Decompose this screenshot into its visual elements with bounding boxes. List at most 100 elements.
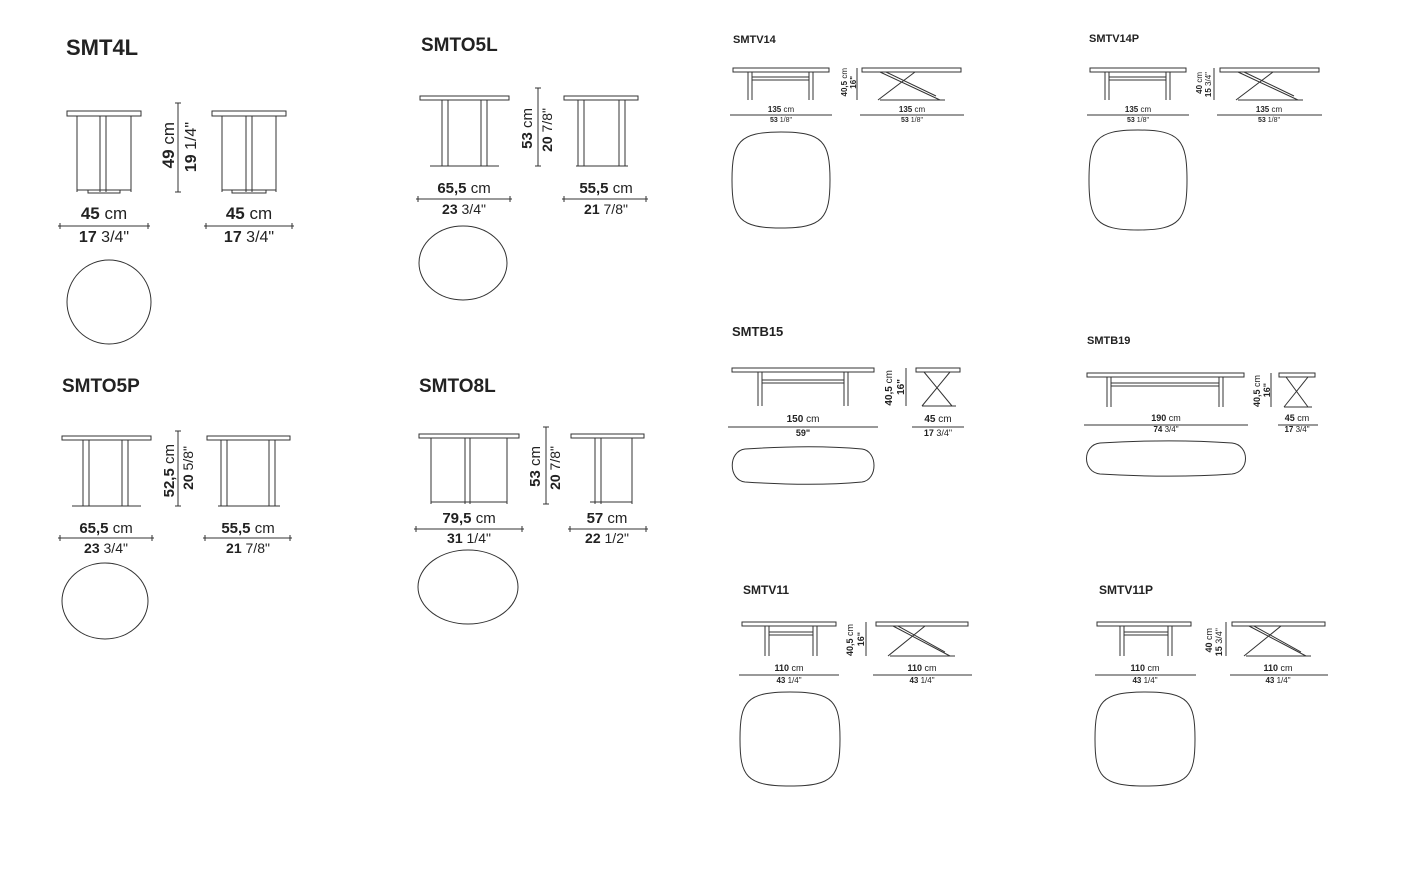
- smto5p-front-width-cm: 65,5 cm: [79, 520, 133, 537]
- smto5l-side-view: [564, 96, 638, 166]
- smtv14-side-view: [862, 68, 961, 100]
- smto5p-height-in: 20 5/8": [180, 446, 196, 490]
- smtv14-top-view: [732, 132, 830, 228]
- smtv11p-front-width-cm: 110 cm: [1130, 663, 1160, 673]
- smtv11-side-width-in: 43 1/4": [909, 676, 935, 685]
- smt4l-height-cm: 49 cm: [159, 122, 178, 169]
- smtb15-front-view: [732, 368, 874, 406]
- smto8l-side-width-cm: 57 cm: [586, 510, 628, 527]
- smto5l-front-width-cm: 65,5 cm: [437, 180, 491, 197]
- smto5p-side-view: [207, 436, 290, 506]
- smtb19-front-width-in: 74 3/4": [1153, 425, 1179, 434]
- smtb19-side-view: [1279, 373, 1315, 407]
- smto5p-title: SMTO5P: [62, 376, 140, 397]
- smtb19-top-view: [1087, 441, 1246, 477]
- smto5p-side-width-cm: 55,5 cm: [221, 520, 275, 537]
- smto5p-front-view: [62, 436, 151, 506]
- smtb19-height-cm: 40,5 cm: [1252, 375, 1262, 408]
- smtb19-height-in: 16": [1262, 383, 1272, 398]
- smtb15-title: SMTB15: [732, 324, 784, 339]
- smtv14p-front-view: [1090, 68, 1186, 100]
- smtv14p-front-width-cm: 135 cm: [1124, 105, 1152, 114]
- smto5p-front-width-in: 23 3/4": [84, 540, 128, 556]
- smtv11p-top-view: [1095, 692, 1195, 786]
- smtb19-side-width-cm: 45 cm: [1284, 413, 1310, 423]
- smtb19-front-view: [1087, 373, 1244, 407]
- smtv11-side-view: [876, 622, 968, 656]
- smto5l-side-width-in: 21 7/8": [584, 201, 628, 217]
- smtv11-front-view: [742, 622, 836, 656]
- smtv11-front-width-cm: 110 cm: [774, 663, 804, 673]
- smto5p-height-dim: [175, 431, 181, 506]
- smtv14-side-width-cm: 135 cm: [898, 105, 926, 114]
- smtv14-title: SMTV14: [733, 34, 776, 46]
- smtb15-height-in: 16": [896, 379, 907, 395]
- smtv11p-front-view: [1097, 622, 1191, 656]
- smt4l-width-dims: [58, 223, 294, 229]
- smtv14p-side-view: [1220, 68, 1319, 100]
- smto8l-title: SMTO8L: [419, 376, 496, 397]
- smtb19-front-width-cm: 190 cm: [1151, 413, 1181, 423]
- smt4l-side-view: [212, 111, 286, 193]
- smtv11-front-width-in: 43 1/4": [776, 676, 802, 685]
- smto5l-front-view: [420, 96, 509, 166]
- smt4l-height-in: 19 1/4": [183, 122, 200, 173]
- smt4l-top-view: [67, 260, 151, 344]
- smtv14p-front-width-in: 53 1/8": [1127, 117, 1149, 124]
- smto8l-front-width-cm: 79,5 cm: [442, 510, 496, 527]
- smtb15-side-width-cm: 45 cm: [924, 414, 952, 425]
- smt4l-side-width-in: 17 3/4": [223, 229, 275, 246]
- smtv14p-title: SMTV14P: [1089, 33, 1140, 45]
- smtv14p-side-width-cm: 135 cm: [1255, 105, 1283, 114]
- smto8l-width-dims: [414, 526, 648, 532]
- smto5p-height-cm: 52,5 cm: [161, 444, 178, 498]
- smtv11p-side-width-in: 43 1/4": [1265, 676, 1291, 685]
- smto5p-side-width-in: 21 7/8": [226, 540, 270, 556]
- smtv11-height-cm: 40,5 cm: [845, 624, 855, 657]
- smtv14p-top-view: [1089, 130, 1187, 230]
- smtv11-height-in: 16": [856, 632, 866, 647]
- smt4l-front-width-cm: 45 cm: [80, 204, 128, 223]
- smtv11-side-width-cm: 110 cm: [907, 663, 937, 673]
- smtv11-top-view: [740, 692, 840, 786]
- smt4l-front-width-in: 17 3/4": [78, 229, 130, 246]
- smtv14-height-cm: 40,5 cm: [840, 68, 849, 97]
- smto5l-top-view: [419, 226, 507, 300]
- smto8l-side-width-in: 22 1/2": [585, 530, 629, 546]
- smtb19-title: SMTB19: [1087, 335, 1131, 347]
- smtv11p-height-cm: 40 cm: [1204, 628, 1214, 653]
- smtv11p-side-width-cm: 110 cm: [1263, 663, 1293, 673]
- smto5l-front-width-in: 23 3/4": [442, 201, 486, 217]
- smtb15-top-view: [732, 447, 874, 485]
- smtv14p-side-width-in: 53 1/8": [1258, 117, 1280, 124]
- smtv14-front-view: [733, 68, 829, 100]
- smtb15-height-cm: 40,5 cm: [884, 370, 895, 406]
- smtv11-title: SMTV11: [743, 583, 790, 597]
- smtv11p-title: SMTV11P: [1099, 583, 1154, 597]
- smt4l-height-dim: [175, 103, 181, 192]
- smto8l-top-view: [418, 550, 518, 624]
- smtb15-side-view: [916, 368, 960, 406]
- smtb15-front-width-in: 59": [795, 428, 811, 438]
- smtv11p-front-width-in: 43 1/4": [1132, 676, 1158, 685]
- smt4l-front-view: [67, 111, 141, 193]
- smto8l-side-view: [571, 434, 644, 504]
- smt4l-side-width-cm: 45 cm: [225, 204, 273, 223]
- smto5p-width-dims: [58, 535, 292, 541]
- smto5l-height-dim: [535, 88, 541, 166]
- smto8l-height-cm: 53 cm: [527, 446, 544, 487]
- smto8l-height-dim: [543, 427, 549, 504]
- smtv11p-side-view: [1232, 622, 1325, 656]
- smto8l-front-view: [419, 434, 519, 504]
- smto8l-height-in: 20 7/8": [547, 446, 563, 490]
- smtv14-side-width-in: 53 1/8": [901, 117, 923, 124]
- smtv14-front-width-cm: 135 cm: [767, 105, 795, 114]
- smto5p-top-view: [62, 563, 148, 639]
- smto5l-height-in: 20 7/8": [539, 108, 555, 152]
- smtv14p-height-in: 15 3/4": [1204, 72, 1213, 98]
- smtb15-front-width-cm: 150 cm: [786, 414, 820, 425]
- smtb15-side-width-in: 17 3/4": [923, 428, 953, 438]
- smto8l-front-width-in: 31 1/4": [447, 530, 491, 546]
- smtv14-height-in: 16": [849, 76, 858, 89]
